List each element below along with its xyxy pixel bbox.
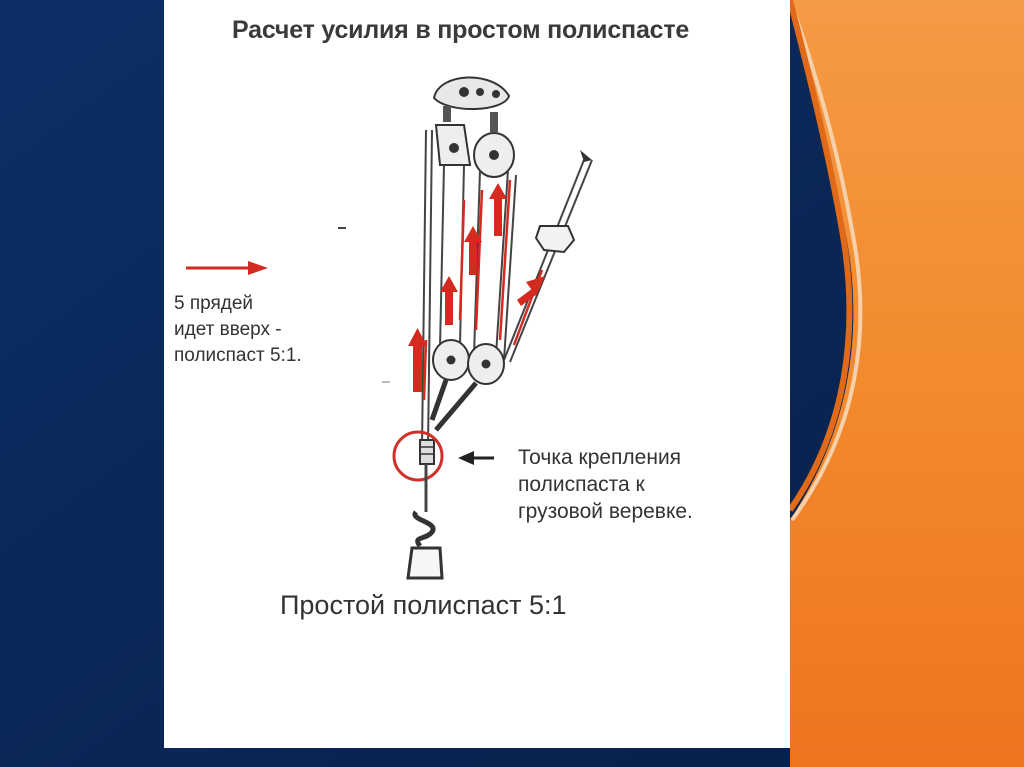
anchor-plate [432, 76, 511, 110]
load-rope [406, 464, 444, 580]
attachment-label: Точка крепления полиспаста к грузовой ве… [518, 444, 693, 525]
diagram-caption: Простой полиспаст 5:1 [280, 590, 567, 620]
attachment-point [392, 430, 444, 482]
page-title: Расчет усилия в простом полиспасте [232, 16, 690, 44]
lower-pulleys [429, 339, 505, 432]
orange-swoosh [790, 0, 1024, 767]
strands-label-line: полиспаст 5:1. [174, 345, 302, 366]
carabiner [406, 546, 444, 580]
strands-label: 5 прядей идет вверх - полиспаст 5:1. [174, 291, 302, 369]
attachment-label-line: Точка крепления [518, 446, 682, 469]
pulley-diagram [186, 76, 593, 580]
diagram-card: Расчет усилия в простом полиспасте [164, 0, 790, 748]
white-stripe [788, 0, 863, 522]
strands-label-line: 5 прядей [174, 293, 254, 314]
upper-pulley-left [434, 106, 472, 166]
force-arrows [408, 183, 545, 392]
strands-label-line: идет вверх - [174, 319, 282, 340]
side-red-arrow [186, 261, 268, 275]
attachment-label-line: грузовой веревке. [518, 500, 693, 523]
rope-grab [534, 150, 592, 254]
attachment-label-line: полиспаста к [518, 473, 645, 496]
upper-pulley-right [473, 112, 515, 178]
pointer-arrow [458, 451, 494, 465]
